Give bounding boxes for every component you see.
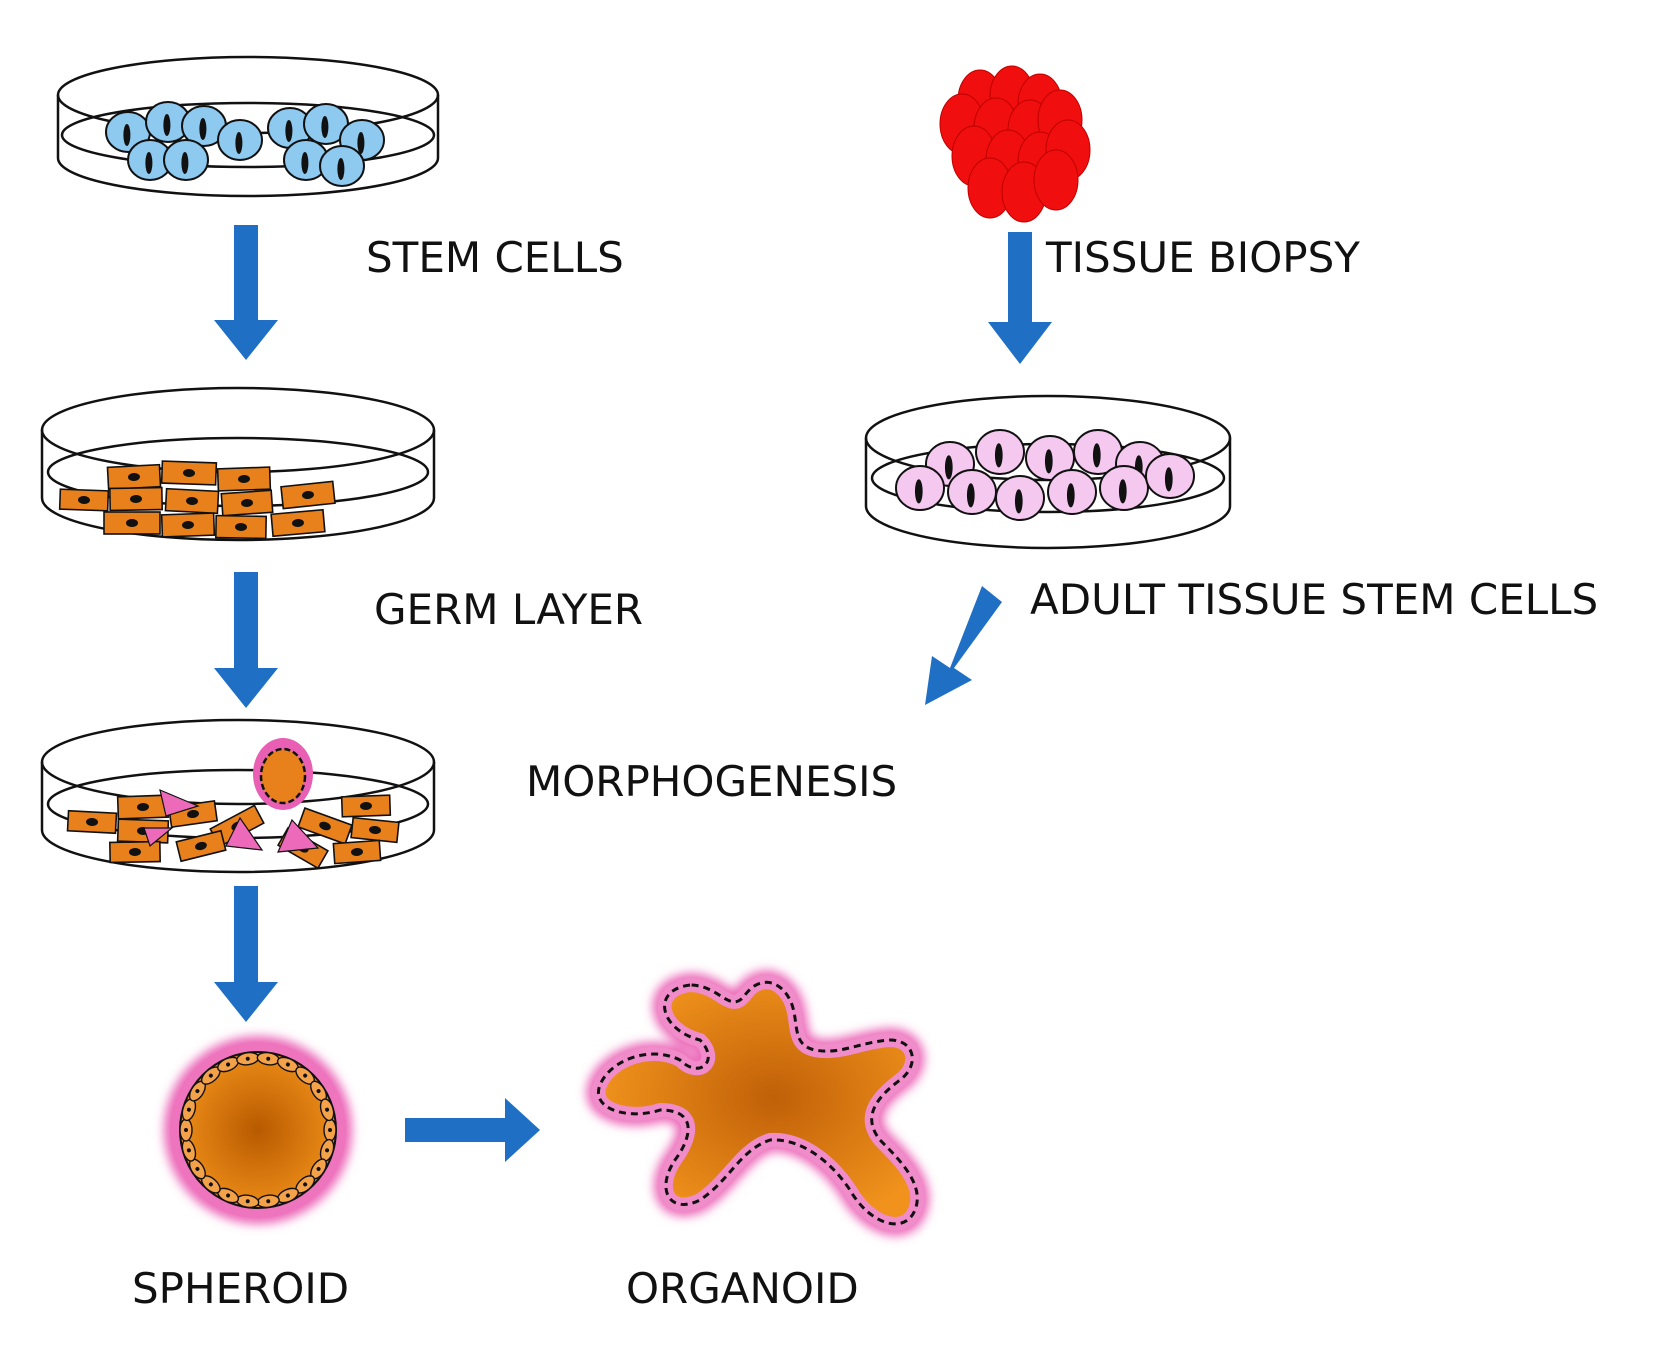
pink-cell [159, 788, 200, 817]
adult-stem-cells-group [895, 429, 1195, 521]
germ-cell [270, 508, 326, 538]
spheroid-icon [164, 1036, 352, 1224]
arrow-stem-to-germ [214, 225, 278, 360]
germ-cell [220, 489, 274, 517]
spheroid-cell-ring [179, 1051, 337, 1209]
cell [283, 139, 329, 181]
germ-layer-cells-group [58, 460, 336, 540]
label-tissue-biopsy: TISSUE BIOPSY [1045, 233, 1360, 282]
cell [1025, 435, 1075, 481]
label-spheroid: SPHEROID [132, 1264, 349, 1313]
label-organoid: ORGANOID [626, 1264, 859, 1313]
morphogenesis-dish [40, 718, 436, 874]
germ-cell [280, 480, 336, 510]
arrow-morphogenesis-to-spheroid [214, 886, 278, 1022]
germ-cell [108, 486, 164, 512]
spheroid-cell [236, 1051, 260, 1066]
germ-cell [160, 460, 218, 486]
stem-cell-dish [56, 55, 440, 198]
germ-cell [160, 512, 216, 538]
cell [1145, 453, 1195, 499]
germ-cell [109, 840, 161, 864]
germ-cell [340, 794, 392, 818]
spheroid-cell [319, 1138, 335, 1162]
germ-cell [58, 488, 110, 512]
germ-cell [175, 829, 227, 863]
germ-cell [216, 466, 272, 492]
germ-cell [350, 816, 400, 844]
arrow-adult-dish-to-morphogenesis [925, 586, 1002, 705]
arrow-germ-to-morphogenesis [214, 572, 278, 708]
germ-cell [214, 514, 268, 540]
cell [895, 465, 945, 511]
label-adult-tissue-stem-cells: ADULT TISSUE STEM CELLS [1030, 575, 1598, 624]
germ-cell [164, 487, 220, 515]
tissue-cell [1033, 149, 1079, 211]
germ-cell [66, 809, 118, 835]
cell [1047, 469, 1097, 515]
cell [319, 145, 365, 187]
spheroid-cell [323, 1118, 337, 1142]
morphogenesis-cells-group [66, 788, 400, 870]
adult-stem-cell-dish [864, 394, 1232, 550]
label-germ-layer: GERM LAYER [374, 585, 643, 634]
spheroid-cell [179, 1118, 193, 1142]
cell [1073, 429, 1123, 475]
stem-cells-group [105, 101, 385, 187]
germ-cell [297, 807, 353, 845]
germ-cell [103, 511, 161, 535]
spheroid-cell [256, 1194, 280, 1209]
spheroid-cell [319, 1098, 335, 1122]
cell [947, 469, 997, 515]
cell [975, 429, 1025, 475]
arrow-spheroid-to-organoid [405, 1098, 540, 1162]
pink-cell [225, 816, 264, 851]
arrow-tissue-to-adult-dish [988, 232, 1052, 364]
germ-cell [106, 463, 162, 491]
germ-cell [332, 839, 382, 865]
cell [181, 105, 227, 147]
cell [163, 139, 209, 181]
germ-cell [116, 794, 170, 820]
tissue-biopsy-icon [939, 65, 1091, 223]
cell [1099, 465, 1149, 511]
pink-cell [143, 827, 174, 848]
pink-cell [277, 818, 320, 853]
cell [995, 475, 1045, 521]
cell [267, 107, 313, 149]
cell [217, 119, 263, 161]
germ-layer-dish [40, 386, 436, 542]
organoid-icon [586, 970, 930, 1236]
cell [303, 103, 349, 145]
budding-spheroid [253, 738, 313, 810]
label-stem-cells: STEM CELLS [366, 233, 624, 282]
label-morphogenesis: MORPHOGENESIS [526, 757, 897, 806]
spheroid-cell [276, 1056, 299, 1073]
